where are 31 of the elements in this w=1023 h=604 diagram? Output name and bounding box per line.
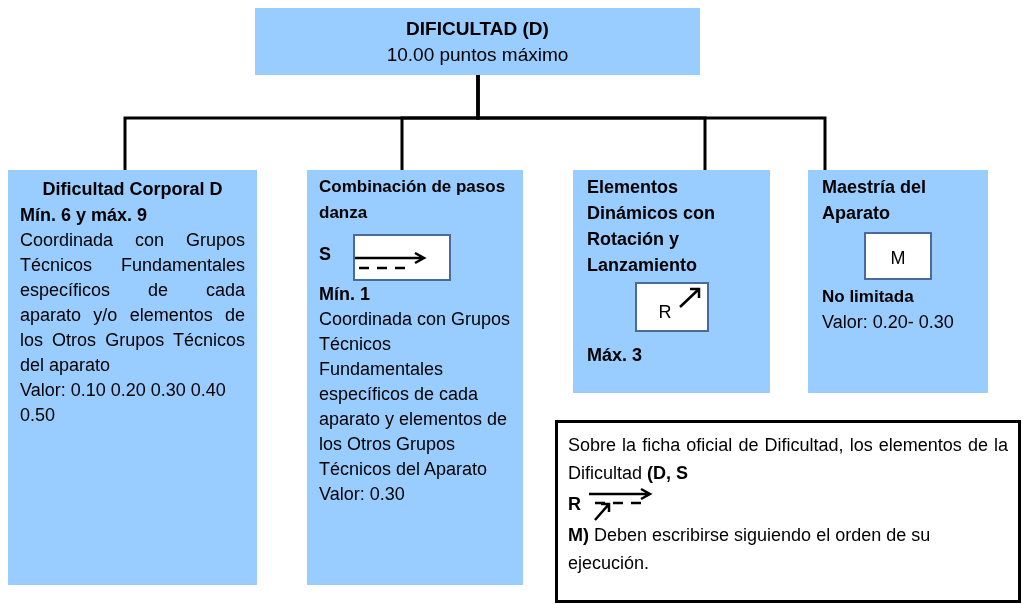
symbol-letter: S [319,242,331,266]
note-text: Sobre la ficha oficial de Dificultad, los elementos de la Dificultad (D, S [568,434,1008,485]
category-box [8,170,257,585]
box-heading: Elementos Dinámicos con Rotación y Lanzamiento [587,176,717,277]
description-text: Coordinada con Grupos Técnicos Fundamentales específicos de cada aparato y elementos de los Otros Grupos Técnicos del Aparato [319,308,511,481]
box-heading: Maestría del Aparato [822,176,928,225]
title-box [255,8,700,75]
description-text: Coordinada con Grupos Técnicos Fundamentales específicos de cada aparato y/o elementos de los Otros Grupos Técnicos del aparato [20,229,245,377]
note-text: M) Deben escribirse siguiendo el orden de su ejecución. [568,524,932,575]
value-text: Valor: 0.30 [319,483,406,506]
connector-line [476,75,827,170]
category-box [808,170,988,393]
symbol-letter: R [568,493,581,516]
symbol-box [634,282,709,332]
requirement-text: Mín. 1 [319,283,371,306]
box-heading: Dificultad Corporal D [41,178,224,201]
note-box [555,420,1021,603]
category-box [573,170,770,393]
value-text: Valor: 0.10 0.20 0.30 0.40 0.50 [20,379,227,427]
requirement-text: Mín. 6 y máx. 9 [20,204,149,227]
value-text: Valor: 0.20- 0.30 [822,311,955,334]
symbol-box [864,232,932,280]
box-heading: Combinación de pasos danza [319,176,507,224]
requirement-text: No limitada [822,286,915,308]
category-box [307,170,523,585]
symbol-box [353,234,451,281]
symbol-letter: M [889,247,907,270]
box-title: DIFICULTAD (D) [405,17,550,41]
box-subtitle: 10.00 puntos máximo [385,43,570,67]
requirement-text: Máx. 3 [587,344,644,367]
symbol-letter: R [658,301,673,324]
